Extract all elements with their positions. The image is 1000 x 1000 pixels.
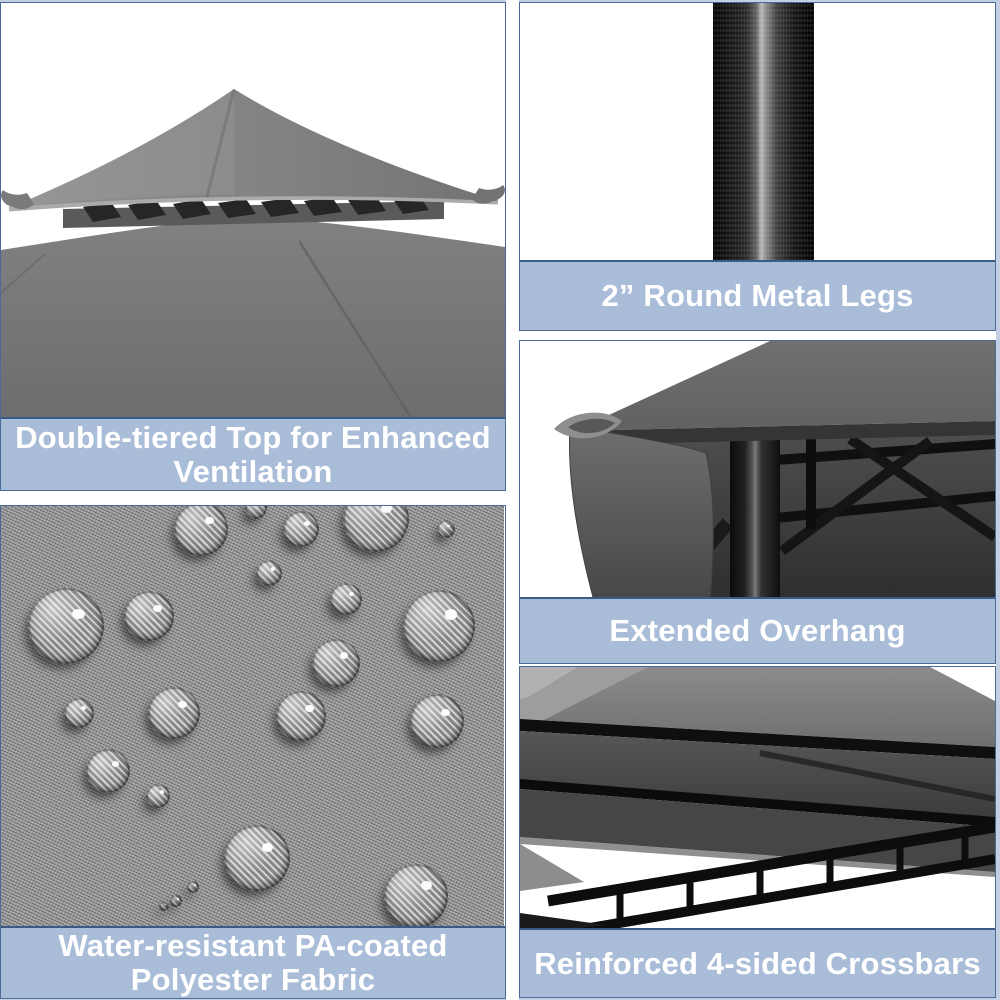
caption-line: Ventilation <box>173 453 333 489</box>
column-gap <box>506 0 519 1000</box>
caption-line: 2” Round Metal Legs <box>601 278 914 313</box>
fabric-photo <box>1 506 504 929</box>
water-droplet <box>187 881 199 893</box>
water-droplet <box>403 590 475 662</box>
tier-tip-left <box>1 190 35 210</box>
underside-1 <box>520 731 995 819</box>
water-droplet <box>276 691 326 741</box>
water-droplet <box>312 639 360 687</box>
tier-rim <box>8 194 499 212</box>
underside-fade <box>520 837 995 877</box>
water-droplet <box>28 588 104 664</box>
caption-overhang: Extended Overhang <box>520 597 995 663</box>
tier-left-face <box>11 89 234 207</box>
water-droplet <box>283 511 319 547</box>
caption-line: Extended Overhang <box>609 613 906 648</box>
water-droplet <box>170 895 182 907</box>
caption-metal-leg: 2” Round Metal Legs <box>520 260 995 330</box>
right-row-gap-1 <box>519 331 996 340</box>
caption-line: Double-tiered Top for Enhanced <box>15 419 491 455</box>
roof-fascia <box>574 421 995 445</box>
left-row-gap <box>0 491 506 505</box>
water-droplet <box>148 687 200 739</box>
caption-crossbars: Reinforced 4-sided Crossbars <box>520 928 995 997</box>
caption-canopy-top: Double-tiered Top for Enhanced Ventilati… <box>1 417 505 490</box>
overhang-photo <box>554 341 995 601</box>
truss-crossbars <box>547 821 995 932</box>
panel-crossbars: Reinforced 4-sided Crossbars <box>519 666 996 998</box>
roof-seam-left <box>1 253 46 294</box>
lower-roof <box>1 217 505 421</box>
caption-line: Water-resistant PA-coated <box>58 928 448 963</box>
crossbars-photo <box>520 667 995 932</box>
tier-crease <box>205 88 236 198</box>
panel-fabric: Water-resistant PA-coated Polyester Fabr… <box>0 505 506 999</box>
caption-line: Reinforced 4-sided Crossbars <box>534 945 981 981</box>
under-diagonal <box>759 750 995 802</box>
caption-fabric: Water-resistant PA-coated Polyester Fabr… <box>1 926 505 998</box>
water-droplet <box>410 694 464 748</box>
water-droplet <box>343 506 409 552</box>
canopy-top-photo <box>1 88 505 421</box>
canopy-corner-tip <box>520 667 578 699</box>
panel-canopy-top: Double-tiered Top for Enhanced Ventilati… <box>0 2 506 491</box>
corner-flap <box>569 424 714 601</box>
caption-line: Polyester Fabric <box>130 962 376 997</box>
water-droplet <box>146 784 170 808</box>
water-droplet <box>437 520 455 538</box>
water-droplet <box>330 583 362 615</box>
water-droplet <box>256 560 282 586</box>
water-droplet <box>245 506 267 519</box>
panel-overhang: Extended Overhang <box>519 340 996 664</box>
right-row-gap-2 <box>519 664 996 666</box>
top-tier <box>11 89 498 207</box>
water-droplet <box>384 864 448 928</box>
water-droplet <box>159 901 169 911</box>
metal-pole-photo <box>713 3 814 264</box>
water-droplet <box>86 749 130 793</box>
roof-slab <box>574 341 995 431</box>
tier-tip-right <box>472 185 505 204</box>
roof-seam <box>297 240 415 421</box>
water-droplet <box>174 506 228 556</box>
water-droplet <box>224 825 290 891</box>
water-droplet <box>64 698 94 728</box>
fabric-wedge <box>520 844 584 891</box>
canopy-slab <box>520 667 995 747</box>
corner-wedge <box>520 913 606 932</box>
mid-bar <box>520 779 995 827</box>
panel-metal-leg: 2” Round Metal Legs <box>519 2 996 331</box>
corner-pole <box>730 433 780 601</box>
flap-curl-shadow <box>568 418 615 434</box>
water-droplet <box>124 591 174 641</box>
slab-edge-bar <box>520 719 995 759</box>
